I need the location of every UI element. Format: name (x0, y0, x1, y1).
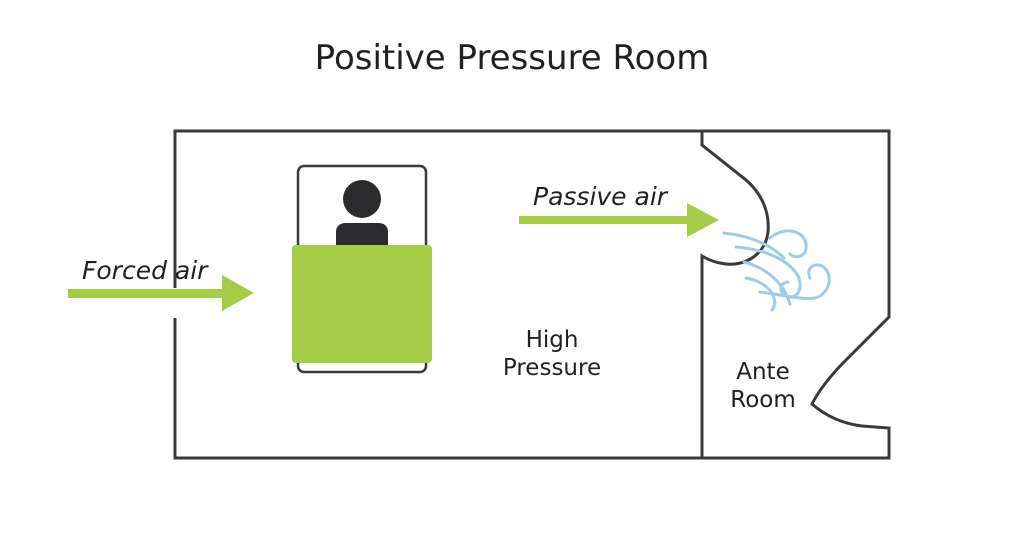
high-pressure-label: High Pressure (488, 326, 616, 382)
wall-bottom-left (173, 318, 702, 460)
forced-air-arrow-shaft (68, 289, 230, 298)
forced-air-arrow-head (222, 275, 254, 311)
patient-head (343, 180, 381, 218)
ante-room-label: Ante Room (718, 358, 808, 414)
diagram-title: Positive Pressure Room (314, 38, 710, 78)
wall-top-left (173, 129, 702, 288)
high-pressure-line-1: High (525, 327, 579, 353)
forced-air-arrow (68, 275, 254, 311)
wind-swirl-icon (722, 229, 831, 312)
forced-air-label: Forced air (82, 256, 208, 285)
ante-room-walls (702, 129, 891, 460)
passive-air-arrow (519, 203, 719, 237)
patient-bed-icon (292, 164, 432, 374)
high-pressure-line-2: Pressure (502, 355, 602, 381)
passive-air-arrow-shaft (519, 216, 695, 224)
main-room-walls (173, 129, 891, 460)
ante-room-line-1: Ante (736, 359, 790, 385)
ante-room-line-2: Room (730, 387, 796, 413)
bed-blanket (292, 245, 432, 363)
divider-wall-with-door (700, 131, 770, 458)
passive-air-arrow-head (687, 203, 719, 237)
passive-air-label: Passive air (533, 182, 668, 211)
patient-shoulders (336, 223, 388, 248)
